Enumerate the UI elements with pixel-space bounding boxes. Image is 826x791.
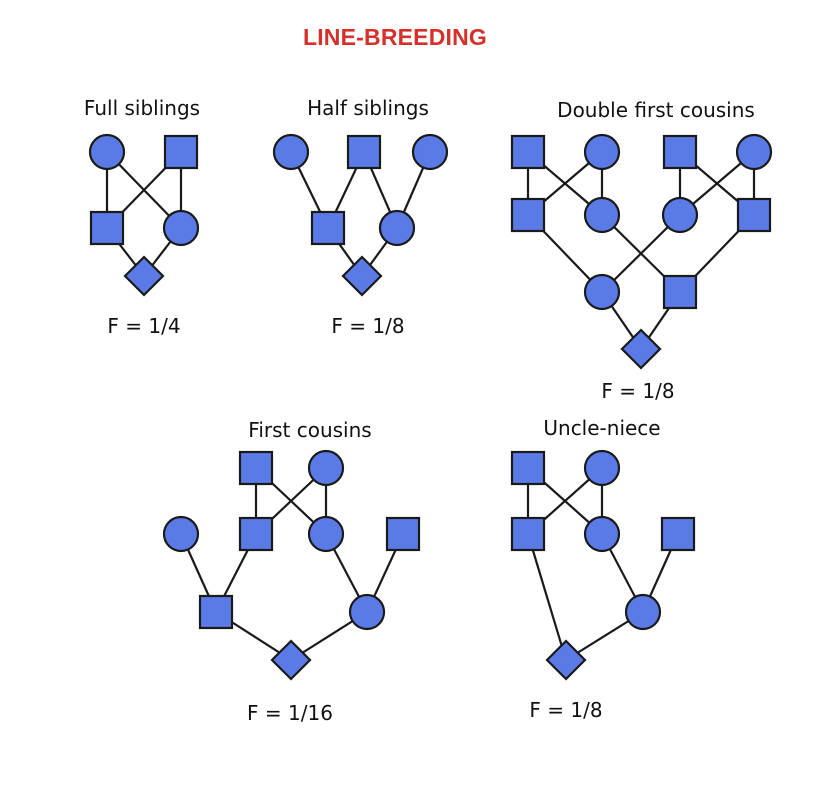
male-node [346,134,382,170]
inbreeding-coefficient: F = 1/16 [247,701,333,725]
male-node [510,197,546,233]
female-node [583,515,621,553]
male-node [198,594,234,630]
female-node [624,593,662,631]
pedigree-line [526,532,568,662]
offspring-node [123,255,165,297]
male-node [385,516,421,552]
pedigree-edges [526,466,680,662]
male-node [89,210,125,246]
female-node [411,133,449,171]
female-node [348,593,386,631]
inbreeding-coefficient: F = 1/8 [529,698,602,722]
inbreeding-coefficient: F = 1/8 [601,379,674,403]
pedigree-nodes [88,133,200,297]
panel-title: Full siblings [84,96,200,120]
female-node [583,273,621,311]
male-node [510,516,546,552]
female-node [88,133,126,171]
male-node [238,516,274,552]
male-node [510,450,546,486]
female-node [583,133,621,171]
offspring-node [341,255,383,297]
panel-double-first-cousins: Double first cousins F = 1/8 [510,98,773,403]
female-node [583,449,621,487]
male-node [736,197,772,233]
male-node [310,210,346,246]
pedigree-nodes [510,449,696,681]
female-node [162,209,200,247]
panel-full-siblings: Full siblings F = 1/4 [84,96,200,338]
inbreeding-coefficient: F = 1/8 [331,314,404,338]
male-node [662,134,698,170]
pedigree-nodes [272,133,449,297]
panel-first-cousins: First cousins F = 1/16 [162,418,421,725]
panel-half-siblings: Half siblings F = 1/8 [272,96,449,338]
female-node [307,515,345,553]
pedigree-edges [179,466,405,662]
panel-title: First cousins [248,418,371,442]
pedigree-edges [526,150,756,351]
female-node [735,133,773,171]
page-title: LINE-BREEDING [302,24,488,50]
male-node [163,134,199,170]
male-node [660,516,696,552]
pedigree-nodes [510,133,773,370]
male-node [510,134,546,170]
female-node [378,209,416,247]
offspring-node [270,639,312,681]
male-node [662,274,698,310]
panel-title: Half siblings [307,96,429,120]
inbreeding-coefficient: F = 1/4 [107,314,180,338]
offspring-node [545,639,587,681]
female-node [661,196,699,234]
female-node [307,449,345,487]
offspring-node [620,328,662,370]
panel-title: Uncle-niece [543,416,660,440]
pedigree-nodes [162,449,421,681]
female-node [272,133,310,171]
female-node [162,515,200,553]
panel-uncle-niece: Uncle-niece F = 1/8 [510,416,696,722]
female-node [583,196,621,234]
panel-title: Double first cousins [557,98,755,122]
male-node [238,450,274,486]
